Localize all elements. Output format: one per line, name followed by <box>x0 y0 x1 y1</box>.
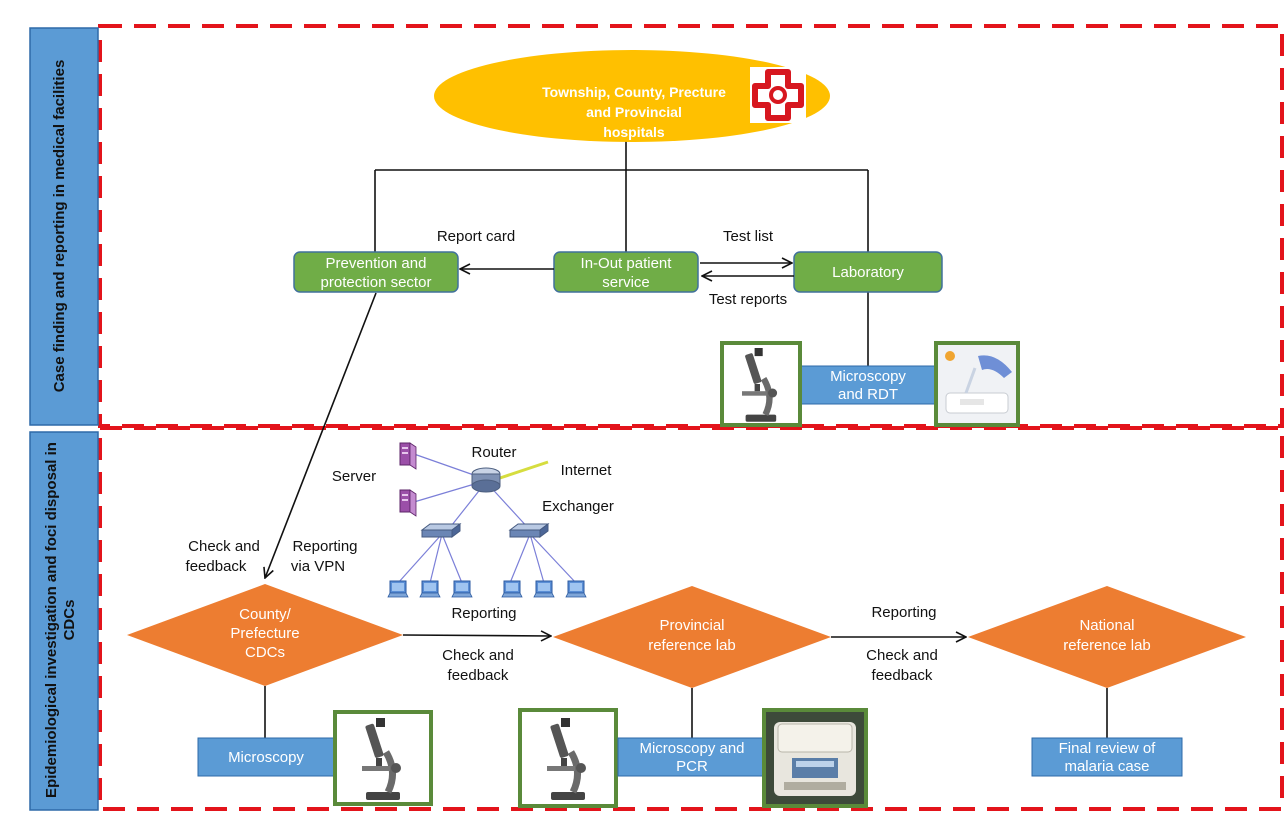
svg-text:Prevention and: Prevention and <box>326 255 427 272</box>
check-feedback-right-1: Check and <box>866 647 938 664</box>
top-flow-arrows <box>460 263 794 276</box>
red-cross-hospital-icon <box>750 67 806 123</box>
computer-icon <box>533 580 555 598</box>
top-section-label: Case finding and reporting in medical fa… <box>29 27 99 426</box>
svg-text:Final review of: Final review of <box>1059 740 1157 757</box>
check-feedback-left-1: Check and <box>188 538 260 555</box>
svg-text:service: service <box>602 274 650 291</box>
check-feedback-left-2: feedback <box>186 558 247 575</box>
hospital-connectors <box>374 137 869 366</box>
svg-text:County/: County/ <box>239 606 292 623</box>
svg-text:Epidemiological investigation: Epidemiological investigation and foci d… <box>43 442 60 798</box>
svg-text:protection sector: protection sector <box>321 274 432 291</box>
pcr-machine-photo <box>762 708 868 808</box>
hospitals-label-3: hospitals <box>603 124 665 140</box>
server-icon <box>399 489 417 517</box>
exchanger-label: Exchanger <box>542 498 614 515</box>
switch-icon <box>421 523 461 538</box>
national-lab-node: National reference lab <box>968 586 1246 688</box>
reporting-network-label: Reporting <box>451 605 516 622</box>
svg-text:National: National <box>1079 617 1134 634</box>
hospitals-label-1: Township, County, Precture <box>542 84 726 100</box>
svg-text:Prefecture: Prefecture <box>230 625 299 642</box>
svg-text:PCR: PCR <box>676 758 708 775</box>
microscope-icon <box>518 708 618 808</box>
prevention-sector-node: Prevention and protection sector <box>293 251 459 293</box>
county-cdc-node: County/ Prefecture CDCs <box>127 584 403 686</box>
rdt-test-photo <box>934 341 1020 427</box>
computer-icon <box>565 580 587 598</box>
computer-icon <box>419 580 441 598</box>
test-reports-label: Test reports <box>709 291 787 308</box>
microscope-icon <box>720 341 802 427</box>
inout-patient-node: In-Out patient service <box>553 251 699 293</box>
reporting-vpn-1: Reporting <box>292 538 357 555</box>
computer-icon <box>387 580 409 598</box>
microscope-icon <box>333 710 433 806</box>
router-icon <box>471 467 501 493</box>
svg-text:Laboratory: Laboratory <box>832 264 904 281</box>
national-methods-node: Final review of malaria case <box>1031 737 1183 777</box>
svg-text:Provincial: Provincial <box>659 617 724 634</box>
switch-icon <box>509 523 549 538</box>
svg-text:and RDT: and RDT <box>838 386 898 403</box>
computer-icon <box>501 580 523 598</box>
bottom-section-border <box>98 426 1284 811</box>
internet-label: Internet <box>561 462 613 479</box>
provincial-lab-node: Provincial reference lab <box>553 586 831 688</box>
svg-text:reference lab: reference lab <box>1063 637 1151 654</box>
bottom-section-label: Epidemiological investigation and foci d… <box>29 431 99 811</box>
svg-text:CDCs: CDCs <box>245 644 285 661</box>
server-icon <box>399 442 417 470</box>
prevention-to-cdc-arrow <box>265 292 377 578</box>
svg-text:In-Out patient: In-Out patient <box>581 255 673 272</box>
report-card-label: Report card <box>437 228 515 245</box>
test-list-label: Test list <box>723 228 774 245</box>
router-label: Router <box>471 444 516 461</box>
lab-methods-node: Microscopy and RDT <box>799 365 941 405</box>
svg-text:malaria case: malaria case <box>1064 758 1149 775</box>
reporting-vpn-2: via VPN <box>291 558 345 575</box>
svg-text:Microscopy: Microscopy <box>228 749 304 766</box>
hospitals-node: Township, County, Precture and Provincia… <box>434 50 830 142</box>
check-feedback-mid-2: feedback <box>448 667 509 684</box>
reporting-right-label: Reporting <box>871 604 936 621</box>
server-label: Server <box>332 468 376 485</box>
computer-icon <box>451 580 473 598</box>
county-to-provincial-arrow <box>402 635 551 636</box>
provincial-methods-node: Microscopy and PCR <box>617 737 767 777</box>
network-diagram <box>387 442 587 598</box>
top-section-border <box>98 24 1284 428</box>
hospitals-label-2: and Provincial <box>586 104 682 120</box>
check-feedback-mid-1: Check and <box>442 647 514 664</box>
county-methods-node: Microscopy <box>197 737 335 777</box>
laboratory-node: Laboratory <box>793 251 943 293</box>
svg-text:Microscopy: Microscopy <box>830 368 906 385</box>
svg-text:Microscopy and: Microscopy and <box>639 740 744 757</box>
svg-text:reference lab: reference lab <box>648 637 736 654</box>
check-feedback-right-2: feedback <box>872 667 933 684</box>
svg-text:CDCs: CDCs <box>61 600 78 641</box>
svg-text:Case finding and reporting in: Case finding and reporting in medical fa… <box>51 60 68 393</box>
